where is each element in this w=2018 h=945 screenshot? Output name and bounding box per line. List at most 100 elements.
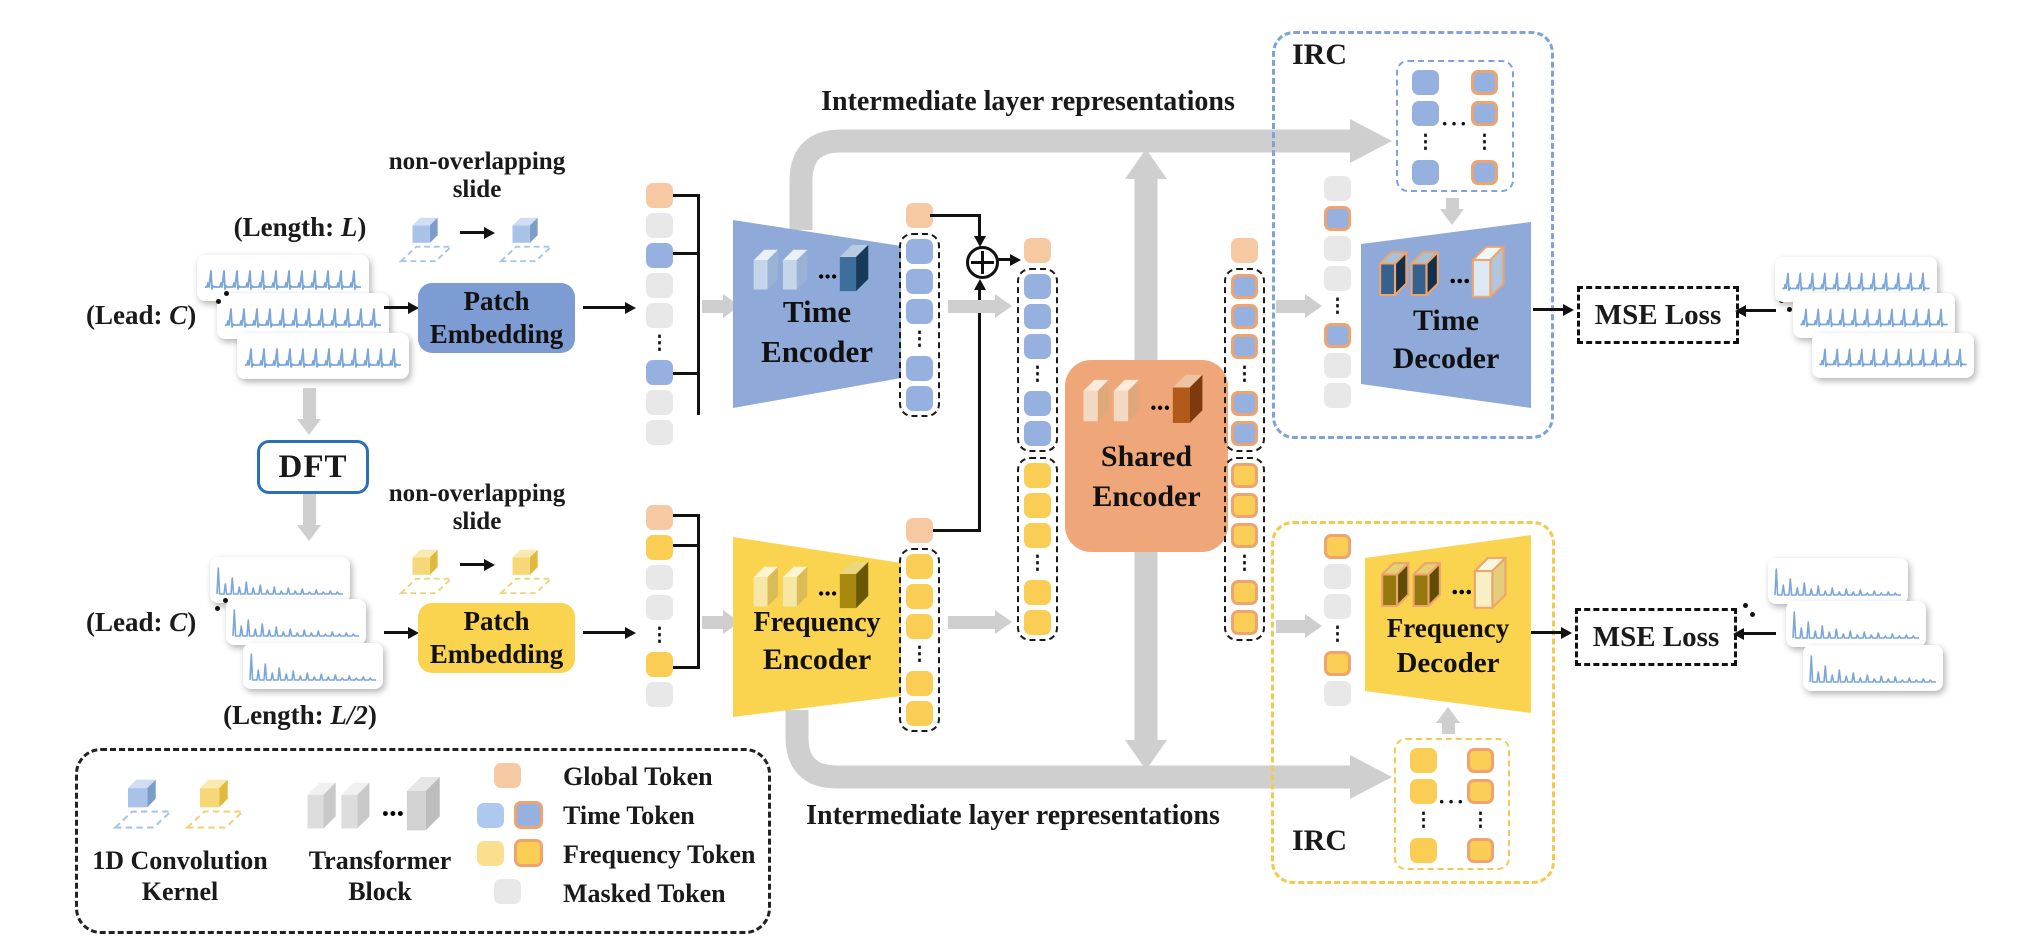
token-segment: ⋮	[1017, 268, 1058, 452]
spectrum-waveform	[232, 609, 360, 637]
global-token	[646, 183, 673, 208]
conv-kernel-icon-time	[398, 210, 456, 266]
time-signal-card	[217, 293, 389, 339]
freq-length-label: (Length: L/2)	[223, 700, 377, 730]
transformer-blocks-icon	[751, 561, 875, 613]
freq-token	[906, 614, 933, 639]
arrow-target-to-mse-freq	[1742, 632, 1776, 635]
bracket-freq	[697, 514, 700, 669]
token-segment: ⋮	[646, 505, 673, 707]
add-circle-icon	[966, 246, 999, 279]
ecg-waveform	[1799, 308, 1949, 327]
arrowhead	[408, 627, 419, 639]
time-lead-label: (Lead: C)	[86, 300, 197, 330]
freq-outlined-token	[1467, 748, 1494, 773]
time-token	[646, 360, 673, 385]
ellipsis-dot	[1743, 603, 1748, 608]
ellipsis-vertical: ⋮	[1328, 624, 1347, 645]
time-outlined-token	[1324, 323, 1351, 348]
token-segment: ⋮	[899, 548, 940, 732]
arrow-into-time-encoder	[702, 294, 740, 318]
masked-token	[1324, 681, 1351, 706]
freq-outlined-token	[1231, 493, 1258, 518]
wire	[978, 288, 981, 531]
arrow-from-dft	[297, 494, 321, 541]
wire	[997, 258, 1013, 261]
transformer-blocks-icon	[1379, 557, 1513, 613]
transformer-blocks-icon	[1081, 374, 1209, 428]
ellipsis-vertical: ⋮	[910, 329, 929, 350]
time-token	[1024, 421, 1051, 446]
time-token	[1412, 70, 1439, 95]
global-token	[906, 518, 933, 543]
time-outlined-token	[1231, 391, 1258, 416]
masked-token	[646, 273, 673, 298]
masked-token	[646, 213, 673, 238]
freq-outlined-token	[1324, 651, 1351, 676]
frequency-encoder: Frequency Encoder	[733, 535, 901, 719]
freq-lead-label: (Lead: C)	[86, 607, 197, 637]
token-segment	[906, 518, 933, 543]
freq-input-tokens: ⋮	[646, 505, 673, 707]
arrow-target-to-mse-time	[1744, 309, 1776, 312]
arrowhead	[973, 279, 986, 290]
token-segment: ⋮	[1224, 268, 1265, 452]
slide-arrow-freq	[460, 563, 486, 566]
spectrum-waveform	[249, 653, 377, 681]
masked-token	[1324, 594, 1351, 619]
wire	[978, 214, 981, 238]
time-target-card	[1793, 293, 1955, 338]
ellipsis-vertical: ⋮	[650, 333, 669, 354]
ellipsis-vertical: ⋮	[910, 644, 929, 665]
arrow-grid-to-time-decoder	[1440, 198, 1464, 225]
token-grid-column: ⋮	[1467, 748, 1494, 863]
global-token	[646, 505, 673, 530]
freq-token	[646, 652, 673, 677]
legend-global-token	[494, 763, 521, 788]
token-segment: ⋮	[646, 183, 673, 445]
conv-kernel-icon-freq	[398, 542, 456, 598]
time-length-label: (Length: L)	[233, 212, 367, 242]
spectrum-waveform	[216, 567, 344, 595]
masked-token	[646, 565, 673, 590]
freq-token	[1024, 580, 1051, 605]
ellipsis-vertical: ⋮	[1028, 364, 1047, 385]
freq-token	[906, 554, 933, 579]
conv-kernel-icon-time	[498, 210, 556, 266]
freq-token	[1024, 523, 1051, 548]
transformer-block-icon	[300, 776, 452, 836]
irc-time-grid: ⋮⋮···	[1396, 60, 1514, 192]
arrow-to-patch-time	[384, 306, 410, 309]
time-input-tokens: ⋮	[646, 183, 673, 445]
time-token	[906, 269, 933, 294]
ecg-waveform	[244, 348, 402, 368]
time-token	[906, 299, 933, 324]
time-token	[1024, 274, 1051, 299]
wire	[930, 214, 981, 217]
time-outlined-token	[1471, 160, 1498, 185]
freq-signal-card	[210, 557, 350, 603]
masked-token	[1324, 266, 1351, 291]
bracket-tick	[673, 372, 700, 375]
shared-output-tokens: ⋮⋮	[1224, 238, 1265, 641]
freq-target-card	[1768, 558, 1908, 604]
global-token	[906, 203, 933, 228]
freq-token	[646, 535, 673, 560]
irc-time-label: IRC	[1292, 38, 1348, 71]
time-signal-card	[237, 333, 409, 379]
bracket-tick	[673, 514, 700, 517]
time-outlined-token	[1471, 70, 1498, 95]
token-segment	[1024, 238, 1051, 263]
arrow-patch-to-tokens-time	[583, 306, 627, 309]
masked-token	[1324, 236, 1351, 261]
arrowhead	[1010, 254, 1021, 266]
arrowhead	[1561, 627, 1572, 639]
token-segment: ⋮	[1324, 176, 1351, 408]
bracket-tick	[673, 666, 700, 669]
token-grid-column: ⋮	[1471, 70, 1498, 185]
masked-token	[646, 420, 673, 445]
ellipsis-dot	[224, 291, 229, 296]
